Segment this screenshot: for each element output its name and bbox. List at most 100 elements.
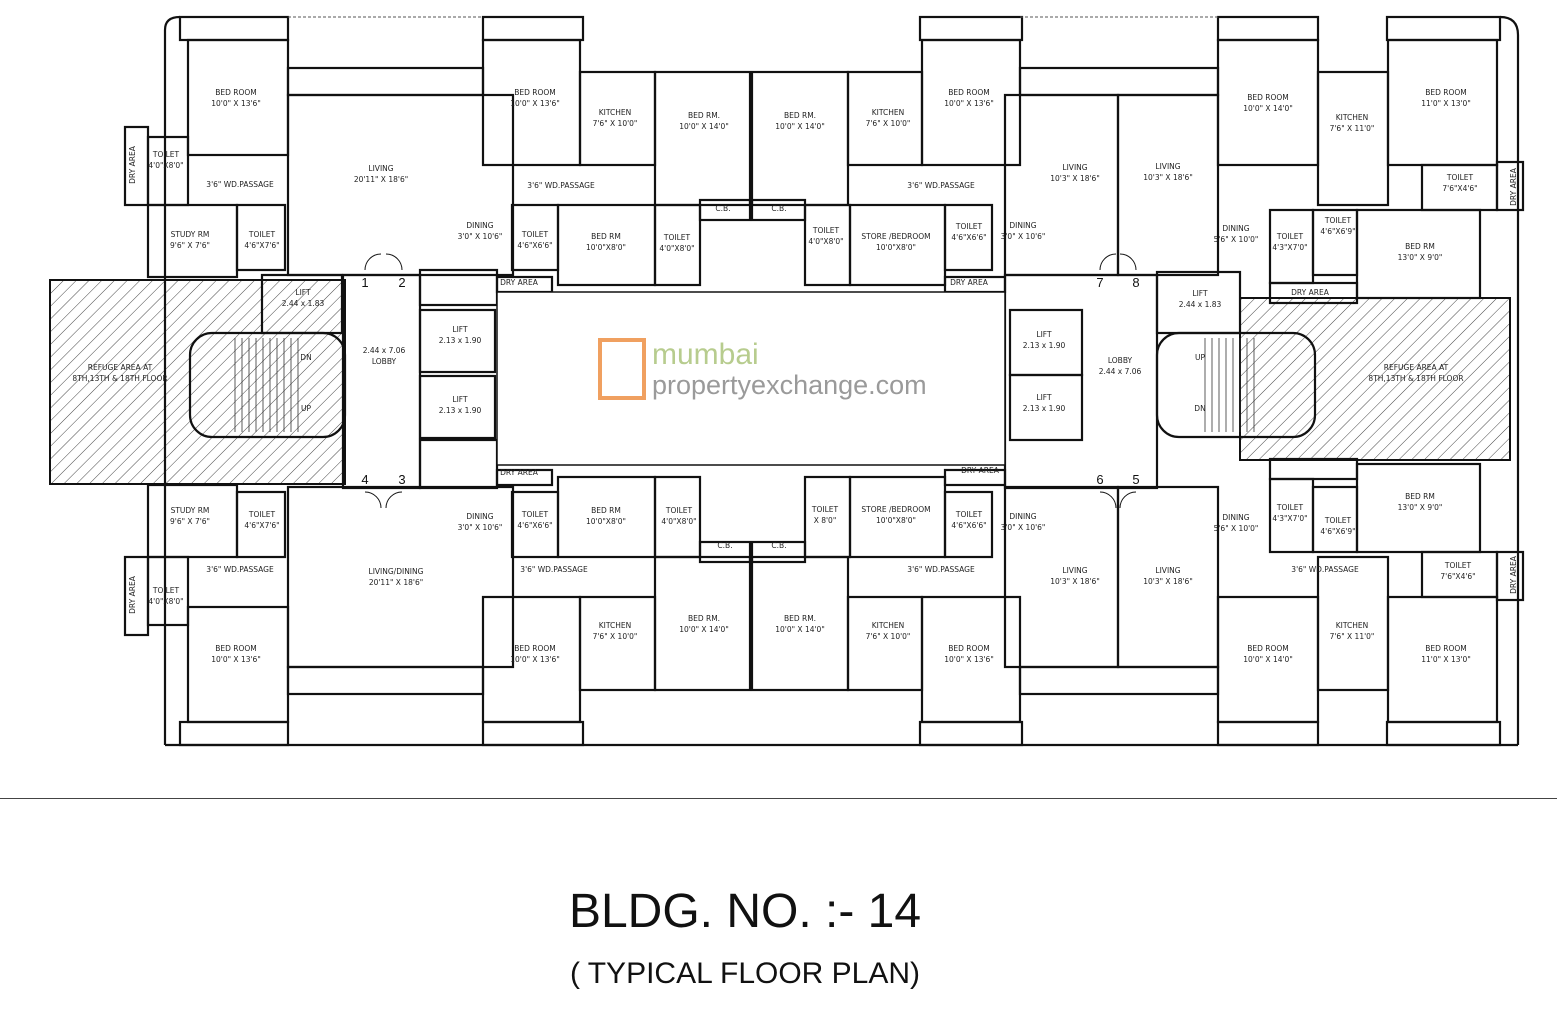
core-wall: [341, 273, 422, 490]
door-swing: [385, 253, 403, 271]
room-name: LIFT: [1036, 393, 1052, 402]
room-name: 3'6" WD.PASSAGE: [907, 181, 975, 190]
watermark-line2: propertyexchange.com: [652, 370, 927, 400]
room-wall: [653, 475, 702, 559]
room-dimensions: 2.13 x 1.90: [439, 336, 482, 345]
watermark-logo-box: [598, 338, 646, 400]
room-wall: [178, 15, 290, 42]
room-label: 3'6" WD.PASSAGE: [206, 180, 274, 189]
room-dimensions: 8TH,13TH & 18TH FLOOR: [72, 374, 167, 383]
room-name: C.B.: [715, 204, 730, 213]
divider-line: [0, 798, 1557, 799]
room-label: DRY AREA: [1291, 288, 1330, 297]
room-dimensions: 4'6"X6'6": [517, 241, 552, 250]
room-wall: [1216, 38, 1320, 167]
room-label: DRY AREA: [950, 278, 989, 287]
room-name: 3'6" WD.PASSAGE: [206, 565, 274, 574]
stair-direction-mark: DN: [1194, 404, 1205, 413]
room-name: C.B.: [717, 541, 732, 550]
room-name: TOILET: [811, 505, 839, 514]
room-dimensions: 11'0" X 13'0": [1421, 99, 1471, 108]
room-name: 3'6" WD.PASSAGE: [206, 180, 274, 189]
room-dimensions: 10'0"X8'0": [586, 517, 626, 526]
room-dimensions: 3'0" X 10'6": [1001, 523, 1046, 532]
room-dimensions: 4'3"X7'0": [1272, 243, 1307, 252]
room-dimensions: 3'0" X 10'6": [458, 523, 503, 532]
room-dimensions: 4'0"X8'0": [808, 237, 843, 246]
door-swing: [1119, 491, 1137, 509]
watermark-line1: mumbai: [652, 338, 759, 371]
room-label: BED RM.10'0" X 14'0": [679, 614, 729, 634]
room-dimensions: 4'6"X7'6": [244, 241, 279, 250]
room-name: LIFT: [452, 395, 468, 404]
core-number: 6: [1096, 472, 1103, 487]
walls: [123, 15, 1525, 747]
room-wall: [1495, 160, 1525, 212]
room-wall: [750, 555, 850, 692]
room-name: TOILET: [665, 506, 693, 515]
room-label: 3'6" WD.PASSAGE: [1291, 565, 1359, 574]
room-name: BED ROOM: [215, 644, 257, 653]
room-label: DRY AREA: [128, 145, 137, 184]
core-number: 7: [1096, 275, 1103, 290]
room-name: TOILET: [955, 222, 983, 231]
room-name: LIFT: [1192, 289, 1208, 298]
room-label: DRY AREA: [500, 278, 539, 287]
refuge-area: [49, 279, 346, 485]
room-dimensions: 10'0" X 13'6": [211, 99, 261, 108]
room-name: TOILET: [1276, 503, 1304, 512]
room-wall: [1216, 15, 1320, 42]
room-dimensions: 5'6" X 10'0": [1214, 524, 1259, 533]
central-void: [496, 291, 1006, 466]
room-name: DRY AREA: [500, 278, 539, 287]
room-dimensions: 4'0"X8'0": [148, 597, 183, 606]
room-label: DRY AREA: [1509, 167, 1518, 206]
room-dimensions: 4'6"X6'6": [951, 521, 986, 530]
room-name: 3'6" WD.PASSAGE: [907, 565, 975, 574]
room-dimensions: 20'11" X 18'6": [354, 175, 408, 184]
room-dimensions: 10'0" X 14'0": [775, 625, 825, 634]
room-label: 3'6" WD.PASSAGE: [520, 565, 588, 574]
room-name: BED RM: [591, 232, 621, 241]
room-dimensions: 9'6" X 7'6": [170, 517, 210, 526]
room-wall: [235, 490, 287, 559]
room-wall: [178, 720, 290, 747]
core-wall: [418, 374, 497, 440]
room-name: DINING: [1222, 224, 1249, 233]
room-name: 2.44 x 7.06: [363, 346, 406, 355]
room-name: KITCHEN: [872, 108, 905, 117]
core-number: 1: [361, 275, 368, 290]
room-name: BED ROOM: [1425, 644, 1467, 653]
room-wall: [1216, 720, 1320, 747]
room-wall: [1003, 93, 1120, 277]
room-wall: [481, 720, 585, 747]
room-label: C.B.: [715, 204, 730, 213]
room-name: TOILET: [1324, 216, 1352, 225]
room-dimensions: 20'11" X 18'6": [369, 578, 423, 587]
stair-direction-mark: UP: [1195, 353, 1205, 362]
room-name: 3'6" WD.PASSAGE: [520, 565, 588, 574]
room-label: 3'6" WD.PASSAGE: [206, 565, 274, 574]
room-name: TOILET: [521, 230, 549, 239]
room-name: STORE /BEDROOM: [861, 232, 930, 241]
core-number: 2: [398, 275, 405, 290]
room-name: DRY AREA: [128, 145, 137, 184]
room-wall: [1268, 281, 1359, 305]
room-name: KITCHEN: [1336, 621, 1369, 630]
